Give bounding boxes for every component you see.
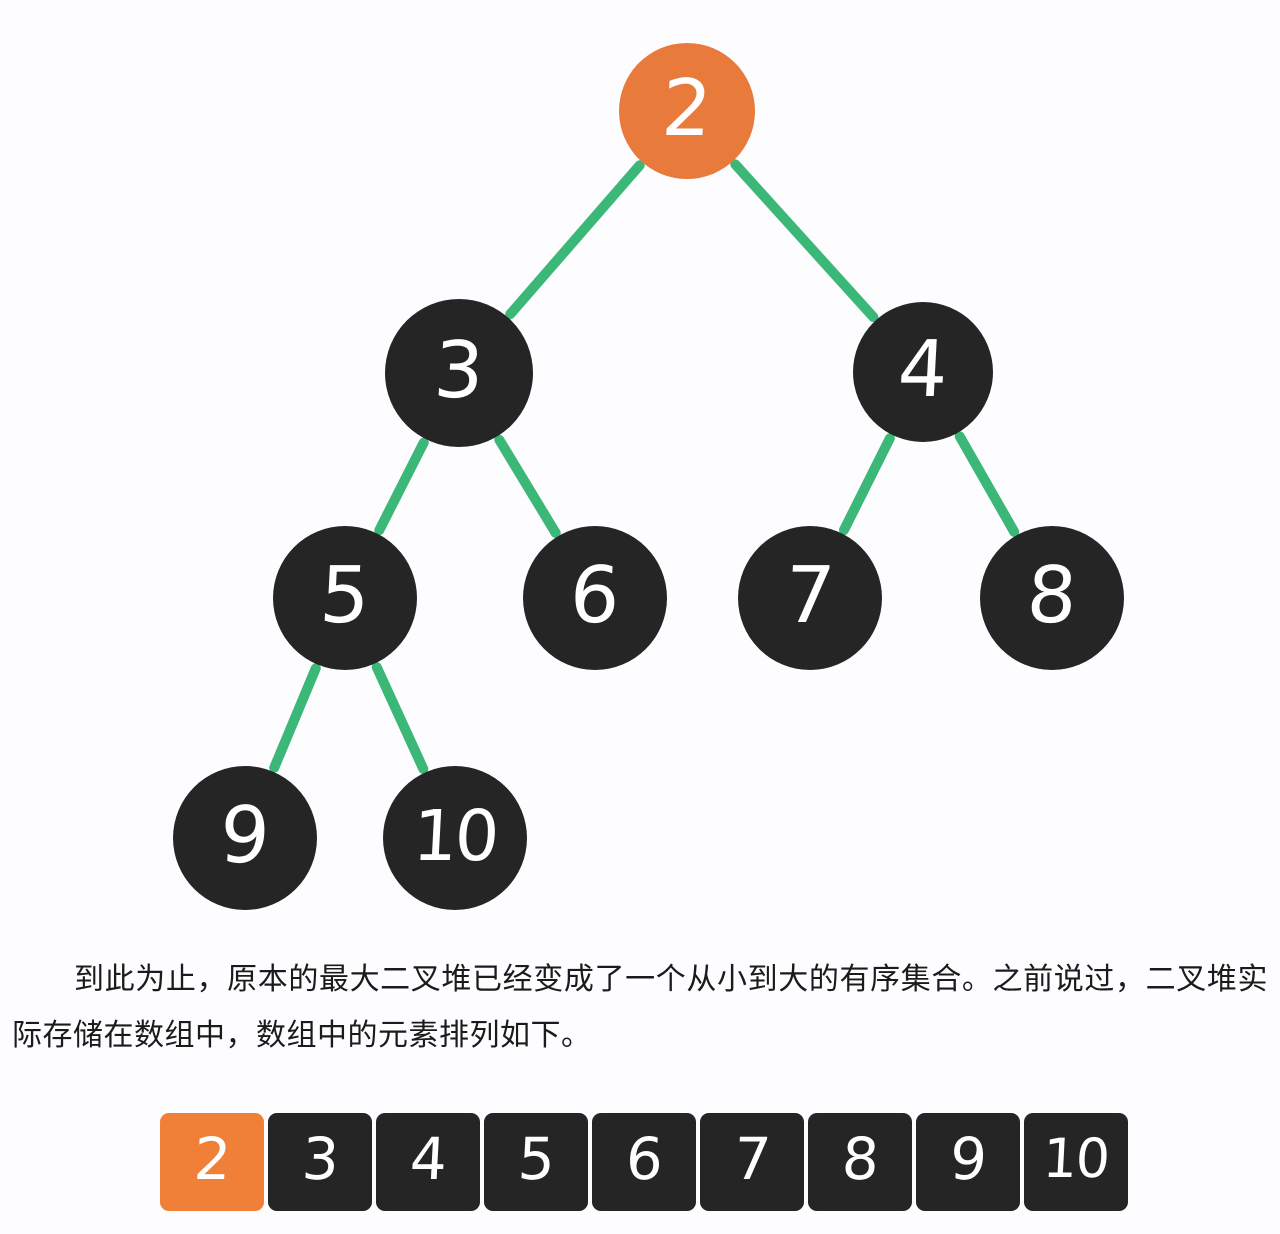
tree-edge [269, 663, 321, 773]
tree-node-label: 9 [217, 791, 273, 881]
array-cell-value: 3 [299, 1125, 341, 1193]
array-cell-value: 4 [407, 1125, 449, 1193]
tree-node-3[interactable]: 3 [385, 299, 533, 447]
array-cell-7[interactable]: 9 [916, 1113, 1020, 1211]
tree-node-label: 5 [317, 551, 373, 641]
tree-edge [494, 434, 561, 538]
array-cell-2[interactable]: 4 [376, 1113, 480, 1211]
tree-edge [505, 160, 645, 320]
array-cell-3[interactable]: 5 [484, 1113, 588, 1211]
tree-node-label: 6 [567, 551, 623, 641]
tree-node-6[interactable]: 6 [523, 526, 667, 670]
array-cell-5[interactable]: 7 [700, 1113, 804, 1211]
array-cell-8[interactable]: 10 [1024, 1113, 1128, 1211]
array-cell-value: 5 [515, 1125, 557, 1193]
tree-edge [371, 662, 429, 774]
array-cell-value: 6 [623, 1125, 665, 1193]
tree-node-9[interactable]: 9 [173, 766, 317, 910]
tree-node-8[interactable]: 8 [980, 526, 1124, 670]
tree-node-10[interactable]: 10 [383, 766, 527, 910]
array-cell-value: 2 [191, 1125, 233, 1193]
array-cell-6[interactable]: 8 [808, 1113, 912, 1211]
array-cell-value: 10 [1041, 1127, 1111, 1190]
array-cell-1[interactable]: 3 [268, 1113, 372, 1211]
tree-node-label: 4 [895, 325, 951, 415]
array-cell-value: 8 [839, 1125, 881, 1193]
tree-node-label: 7 [782, 551, 838, 641]
tree-node-label: 2 [659, 64, 715, 154]
tree-edge [839, 433, 895, 535]
tree-node-2[interactable]: 2 [619, 43, 755, 179]
tree-node-4[interactable]: 4 [853, 302, 993, 442]
array-cell-value: 9 [947, 1125, 989, 1193]
tree-node-label: 8 [1024, 551, 1080, 641]
tree-node-label: 10 [411, 795, 499, 877]
caption-paragraph: 到此为止，原本的最大二叉堆已经变成了一个从小到大的有序集合。之前说过，二叉堆实际… [12, 962, 1268, 1053]
tree-node-label: 3 [431, 326, 487, 416]
array-cell-value: 7 [731, 1125, 773, 1193]
tree-node-7[interactable]: 7 [738, 526, 882, 670]
tree-edge [730, 159, 879, 323]
binary-tree-diagram: 2 3 4 5 6 7 8 9 10 [173, 43, 1124, 910]
tree-edge [374, 437, 429, 536]
tree-edge [954, 431, 1020, 537]
array-cell-4[interactable]: 6 [592, 1113, 696, 1211]
array-cell-0[interactable]: 2 [160, 1113, 264, 1211]
tree-node-5[interactable]: 5 [273, 526, 417, 670]
